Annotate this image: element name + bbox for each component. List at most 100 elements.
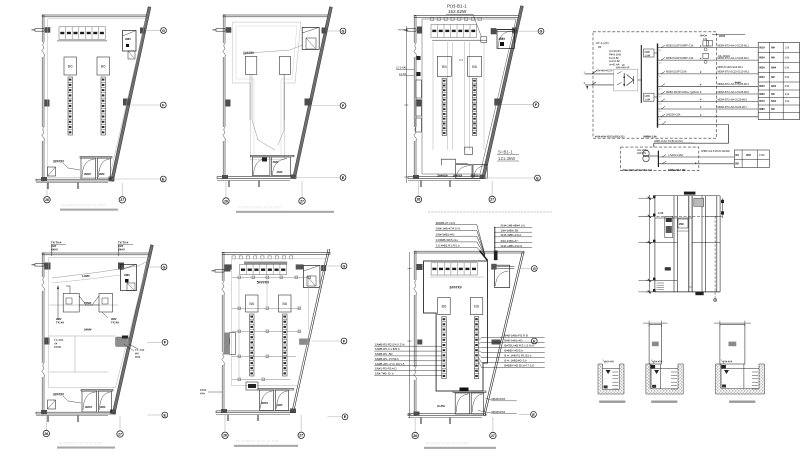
svg-text:SN#.7#B-.D/.b: SN#.7#B-.D/.b [375,372,394,376]
svg-text:MDB4-BTU-3x4-SC25-WL7: MDB4-BTU-3x4-SC25-WL7 [718,106,748,109]
svg-text:M#: M# [771,56,775,60]
svg-text:P(z)-B1-1: P(z)-B1-1 [447,4,467,9]
svg-text:SN#-5#B1-#%: SN#-5#B1-#% [436,232,455,236]
svg-text:#X #X#X# XX #X XX XX #X#X: #X #X#X# XX #X XX XX #X#X [238,206,282,210]
svg-text:27: 27 [299,434,303,438]
svg-text:M#B: M#B [645,51,650,54]
svg-text:#X#V: #X#V [118,248,125,252]
svg-text:#X#V: #X#V [51,248,58,252]
svg-text:26: 26 [44,432,48,436]
svg-text:##M#X#X#: ##M#X#X# [491,397,505,401]
svg-text:5#M#: 5#M# [84,328,92,332]
svg-text:3.6.4#B1.R1.R/1.b: 3.6.4#B1.R1.R/1.b [436,243,460,247]
svg-text:1.0k: 1.0k [785,93,790,96]
svg-text:B6: B6 [101,64,107,69]
svg-text:1###X#: 1###X# [453,174,463,178]
svg-text:#M#: #M# [56,317,62,321]
svg-text:0.5k: 0.5k [785,67,790,70]
svg-text:9-M: 9-M [703,38,707,41]
svg-text:0.5k: 0.5k [785,85,790,88]
svg-text:MDB1-I51/3P D20A+Yg30mA: MDB1-I51/3P D20A+Yg30mA [666,91,699,94]
svg-text:Kx=0.8#: Kx=0.8# [609,56,619,60]
svg-text:7#M#-#M 7.3M: 7#M#-#M 7.3M [668,168,685,172]
svg-text:G: G [162,29,165,33]
svg-text:#M#: #M# [499,37,506,41]
svg-text:MDB4-BTU-SC23-SC15-WL3: MDB4-BTU-SC23-SC15-WL3 [718,71,750,74]
svg-text:TX-TX#: TX-TX# [135,348,145,352]
svg-text:#: # [700,106,702,109]
svg-text:F: F [343,339,346,343]
svg-text:G: G [343,264,346,268]
svg-text:#M#: #M# [124,273,130,277]
svg-text:W4#: W4# [759,75,765,79]
svg-text:L#: L# [659,96,662,98]
svg-text:S=B1-1: S=B1-1 [498,150,513,155]
svg-text:In=41.#A: In=41.#A [609,63,620,67]
svg-text:5###X#: 5###X# [257,281,269,285]
svg-text:cos=0.8#: cos=0.8# [609,59,620,63]
svg-text:#X# #X# 6P: #X# #X# 6P [616,66,630,69]
svg-text:#M#: #M# [273,160,279,164]
svg-text:AT-1-1(X): AT-1-1(X) [596,41,609,45]
svg-text:L#: L# [659,76,662,78]
svg-text:#X# #X#: #X# #X# [723,361,733,364]
svg-text:M##: M## [771,84,777,88]
svg-text:W2: W2 [735,163,739,166]
svg-text:SN#B-R5.-5R:: SN#B-R5.-5R: [375,352,394,356]
svg-text:W6#: W6# [759,92,765,96]
svg-text:B6: B6 [441,304,447,309]
svg-text:#M#: #M# [277,170,283,174]
svg-text:#X #X#X# XX #X XX XX #X#X: #X #X#X# XX #X XX XX #X#X [236,440,280,444]
svg-text:152.62W: 152.62W [448,9,467,14]
svg-text:MDB4-BTU-3x4.0-SC25-WL4: MDB4-BTU-3x4.0-SC25-WL4 [718,83,750,86]
svg-text:#X#: #X# [200,392,205,396]
svg-text:MDB-#Yx#x#-SC#-WL4: MDB-#Yx#x#-SC#-WL4 [718,66,744,69]
svg-text:#X#-#M-#X/2P: #X#-#M-#X/2P [596,70,613,73]
svg-text:#X #X#X# XX #X XX XX #X#X: #X #X#X# XX #X XX XX #X#X [426,442,470,446]
svg-text:L#: L# [659,50,662,52]
svg-text:#M#: #M# [135,355,141,359]
svg-text:4 1: 4 1 [459,58,463,62]
svg-text:G: G [163,265,166,269]
svg-text:L#M#: L#M# [82,274,90,278]
svg-text:1N#-1#Bb-3B: 1N#-1#Bb-3B [501,228,519,232]
svg-text:M#: M# [771,92,775,96]
svg-text:3###X#: 3###X# [53,393,64,397]
svg-text:G: G [540,30,543,34]
svg-text:F: F [162,103,165,107]
svg-text:#X# #X#: #X# #X# [653,361,663,364]
svg-text:TX-X#X: TX-X#X [54,338,64,342]
svg-text:MDB-I51/3P DWRP-C16: MDB-I51/3P DWRP-C16 [666,44,694,47]
svg-text:#L#M: #L#M [437,404,445,408]
svg-text:L#L-D#1#A: L#L-D#1#A [718,55,730,58]
svg-text:B#BBY-#D-B/.b/4.7.5.D: B#BBY-#D-B/.b/4.7.5.D [504,364,534,368]
svg-text:0.3M: 0.3M [759,154,764,157]
svg-text:W1: W1 [735,154,739,157]
svg-text:#: # [700,84,702,87]
svg-text:27: 27 [491,434,495,438]
svg-text:#: # [700,71,702,74]
svg-text:E: E [342,176,345,180]
svg-text:L#S20V-C6A: L#S20V-C6A [666,114,681,117]
svg-text:M#: M# [771,46,775,50]
svg-text:1: 1 [584,71,586,75]
svg-text:L#: L# [659,111,662,113]
svg-text:#: # [700,99,702,102]
svg-text:#M##: #M## [84,172,91,176]
svg-text:B#7BU-#B.R/3.1.5.%.b: B#7BU-#B.R/3.1.5.%.b [504,344,534,348]
svg-text:L2-1-X#2: L2-1-X#2 [396,66,407,70]
svg-text:E: E [532,413,535,417]
svg-text:#M#: #M# [277,403,283,407]
svg-text:#M##: #M## [261,401,268,405]
svg-text:3.#R#B-5R/5.2Ls: 3.#R#B-5R/5.2Ls [436,238,459,242]
svg-text:#M#: #M# [99,172,105,176]
svg-text:27: 27 [118,432,122,436]
svg-text:TX-T#-#: TX-T#-# [118,241,129,245]
svg-text:F: F [342,104,345,108]
svg-text:W1#: W1# [759,46,765,50]
svg-text:#: # [700,57,702,60]
svg-text:NHBV-3x2.5-PC20-CE/WD: NHBV-3x2.5-PC20-CE/WD [701,150,730,153]
svg-text:SN#-1#B-#B#4.L%: SN#-1#B-#B#4.L% [501,224,526,228]
svg-text:B6: B6 [472,64,478,69]
svg-text:M#M#-1.9#: M#M#-1.9# [644,135,658,139]
